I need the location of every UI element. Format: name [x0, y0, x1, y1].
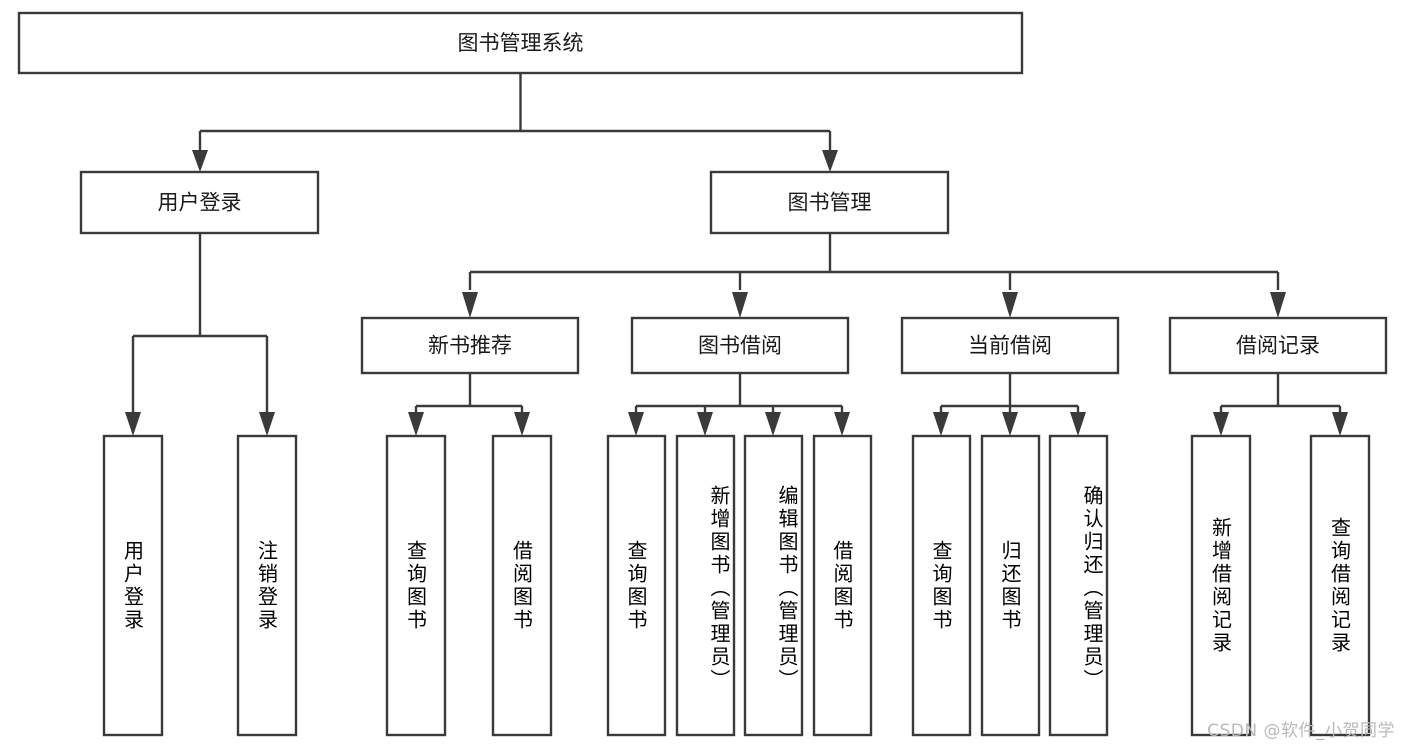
leaf-box-layer — [102, 434, 1371, 737]
leaf-box-book-borrow-3[interactable] — [743, 434, 804, 737]
node-borrow-records-box[interactable] — [1168, 316, 1388, 375]
leaf-box-borrow-records-2[interactable] — [1309, 434, 1371, 737]
leaf-box-current-borrow-2[interactable] — [980, 434, 1041, 737]
arrow-head-leaf-book-borrow-3 — [765, 412, 781, 436]
leaf-box-book-borrow-1[interactable] — [606, 434, 667, 737]
connector-layer — [125, 73, 1348, 436]
node-new-book-recommend-box[interactable] — [360, 316, 580, 375]
leaf-label-current-borrow-2: 归还图书 — [998, 539, 1022, 632]
leaf-label-current-borrow-1: 查询图书 — [929, 539, 953, 632]
leaf-label-book-borrow-4: 借阅图书 — [830, 539, 854, 632]
node-new-book-recommend-label: 新书推荐 — [428, 334, 512, 358]
node-current-borrow[interactable]: 当前借阅 — [900, 316, 1120, 375]
leaf-box-current-borrow-3[interactable] — [1048, 434, 1109, 737]
arrow-head-leaf-current-borrow-3 — [1070, 412, 1086, 436]
leaf-label-new-book-1: 查询图书 — [403, 539, 428, 632]
leaf-label-book-borrow-2: 新增图书（管理员） — [707, 485, 731, 692]
node-current-borrow-label: 当前借阅 — [968, 334, 1052, 358]
node-root-box[interactable] — [17, 11, 1024, 75]
arrow-head-leaf-borrow-records-1 — [1213, 412, 1229, 436]
leaf-box-user-login-1[interactable] — [102, 434, 164, 737]
arrow-head-leaf-user-login-1 — [125, 412, 141, 436]
arrow-head-borrow-records — [1270, 292, 1286, 318]
node-borrow-records[interactable]: 借阅记录 — [1168, 316, 1388, 375]
leaf-box-book-borrow-2[interactable] — [675, 434, 736, 737]
arrow-head-leaf-current-borrow-2 — [1002, 412, 1018, 436]
leaf-label-user-login-1: 用户登录 — [120, 539, 145, 632]
node-book-manage-box[interactable] — [709, 170, 950, 235]
leaf-box-book-borrow-4[interactable] — [812, 434, 873, 737]
node-book-manage[interactable]: 图书管理 — [709, 170, 950, 235]
node-user-login-box[interactable] — [79, 170, 320, 235]
node-book-manage-label: 图书管理 — [788, 191, 872, 215]
leaf-label-book-borrow-3: 编辑图书（管理员） — [775, 485, 799, 692]
arrow-head-leaf-book-borrow-2 — [697, 412, 713, 436]
leaf-box-user-login-2[interactable] — [236, 434, 298, 737]
node-book-borrow-label: 图书借阅 — [698, 334, 782, 358]
arrow-head-leaf-book-borrow-1 — [628, 412, 644, 436]
arrow-head-leaf-book-borrow-4 — [834, 412, 850, 436]
node-book-borrow[interactable]: 图书借阅 — [630, 316, 850, 375]
node-new-book-recommend[interactable]: 新书推荐 — [360, 316, 580, 375]
arrow-head-new-book — [462, 292, 478, 318]
node-user-login-label: 用户登录 — [158, 191, 242, 215]
arrow-head-leaf-current-borrow-1 — [933, 412, 949, 436]
arrow-head-current-borrow — [1002, 292, 1018, 318]
leaf-label-borrow-records-1: 新增借阅记录 — [1208, 516, 1233, 655]
leaf-box-new-book-1[interactable] — [385, 434, 447, 737]
arrow-head-leaf-new-book-2 — [514, 412, 530, 436]
leaf-box-current-borrow-1[interactable] — [911, 434, 972, 737]
node-book-borrow-box[interactable] — [630, 316, 850, 375]
leaf-box-new-book-2[interactable] — [491, 434, 553, 737]
arrow-head-user-login — [192, 150, 208, 172]
node-user-login[interactable]: 用户登录 — [79, 170, 320, 235]
node-root-label: 图书管理系统 — [458, 31, 584, 55]
arrow-head-leaf-user-login-2 — [259, 412, 275, 436]
leaf-label-user-login-2: 注销登录 — [254, 539, 279, 632]
leaf-label-new-book-2: 借阅图书 — [509, 539, 534, 632]
leaf-label-book-borrow-1: 查询图书 — [624, 539, 648, 632]
arrow-head-book-borrow — [732, 292, 748, 318]
arrow-head-book-manage — [822, 150, 838, 172]
node-borrow-records-label: 借阅记录 — [1236, 334, 1320, 358]
arrow-head-leaf-borrow-records-2 — [1332, 412, 1348, 436]
arrow-head-leaf-new-book-1 — [408, 412, 424, 436]
leaf-label-borrow-records-2: 查询借阅记录 — [1327, 516, 1352, 655]
leaf-label-current-borrow-3: 确认归还（管理员） — [1080, 485, 1104, 692]
leaf-box-borrow-records-1[interactable] — [1190, 434, 1252, 737]
node-current-borrow-box[interactable] — [900, 316, 1120, 375]
node-root[interactable]: 图书管理系统 — [17, 11, 1024, 75]
